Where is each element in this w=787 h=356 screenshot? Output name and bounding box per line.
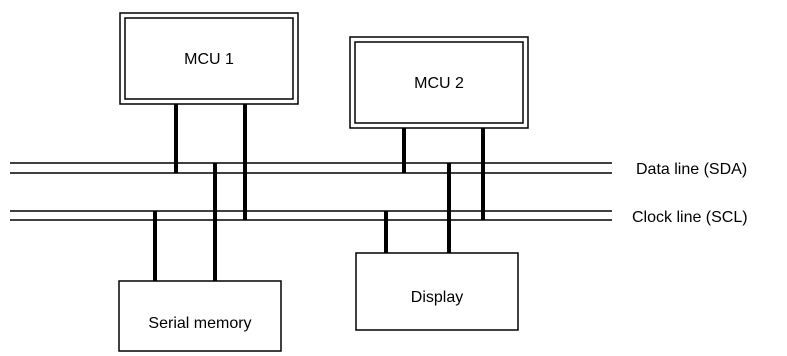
mcu1-node: MCU 1 xyxy=(119,12,299,105)
connectors xyxy=(153,104,485,281)
mcu1-label: MCU 1 xyxy=(184,51,234,68)
mcu1-inner-border xyxy=(124,17,294,100)
serial-memory-box xyxy=(118,280,282,352)
mcu1-outer-border xyxy=(119,12,299,105)
display-box xyxy=(355,252,519,331)
mcu2-inner-border xyxy=(354,41,524,124)
mcu2-label: MCU 2 xyxy=(414,75,464,92)
display-node: Display xyxy=(355,252,519,331)
mcu2-node: MCU 2 xyxy=(349,36,529,129)
display-label: Display xyxy=(411,289,463,306)
serial-memory-node: Serial memory xyxy=(118,280,282,352)
clock-line-bus xyxy=(10,210,612,221)
data-line-bus xyxy=(10,162,612,174)
data-line-label: Data line (SDA) xyxy=(636,161,747,178)
serial-memory-label: Serial memory xyxy=(148,315,251,332)
mcu2-outer-border xyxy=(349,36,529,129)
clock-line-label: Clock line (SCL) xyxy=(632,209,748,226)
